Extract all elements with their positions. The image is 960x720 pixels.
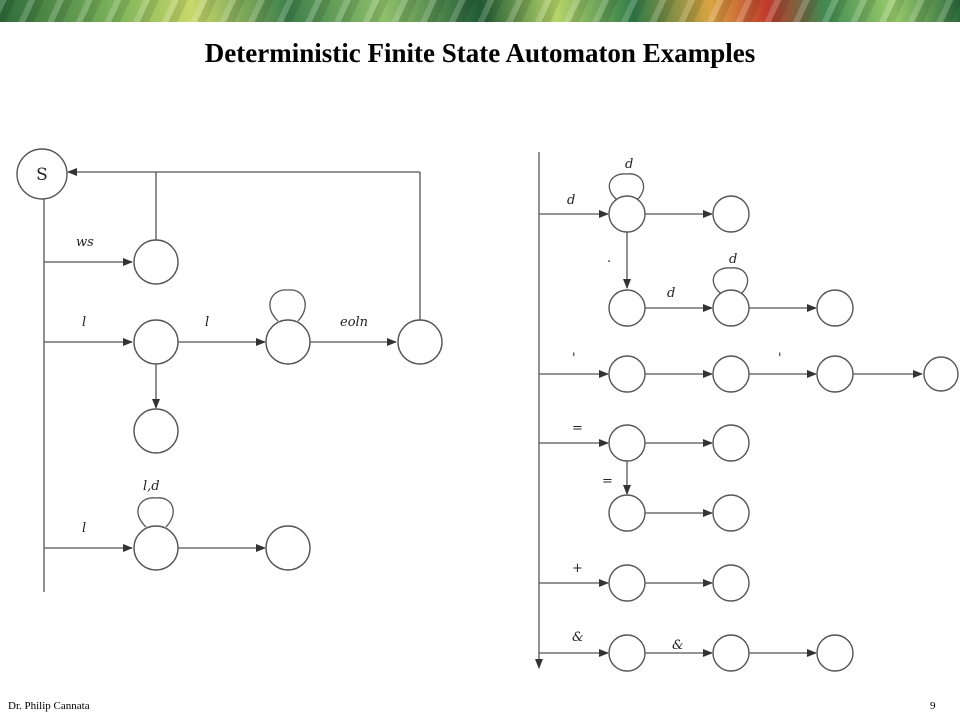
amp-state-node [608,634,646,672]
fraction-loop-edge [712,267,749,294]
identifier-loop-label: l,d [143,479,160,494]
fraction-state-node [712,289,750,327]
eoln-state-node [397,319,443,365]
ampamp-final-node [816,634,854,672]
plus-final-node [712,564,750,602]
left-dfa: S ws l l eoln l l,d [16,148,443,592]
page-number: 9 [930,700,936,712]
char-close-node [816,355,854,393]
number-loop-label: d [625,157,633,172]
identifier-final-node [265,525,311,571]
eq-label: = [572,421,583,436]
amp-label: & [572,630,584,645]
identifier-label: l [82,521,86,536]
comment-loop-edge [269,289,306,322]
number-label: d [567,193,575,208]
comment-state-1-node [133,319,179,365]
number-final-node [712,195,750,233]
eqeq-state-node [608,494,646,532]
dot-label: . [607,251,611,266]
eq-final-node [712,424,750,462]
eoln-label: eoln [340,315,368,330]
ws-label: ws [76,235,94,250]
stained-glass-banner [0,0,960,22]
char-open-label: ' [572,351,576,366]
comment-first-label: l [82,315,86,330]
eqeq-label: = [602,474,613,489]
comment-state-2-node [265,319,311,365]
plus-label: + [572,561,583,576]
identifier-loop-edge [137,497,174,528]
slide-title: Deterministic Finite State Automaton Exa… [204,38,756,68]
ampamp-state-node [712,634,750,672]
right-dfa: d d . d d ' ' = = [535,152,959,672]
fraction-loop-label: d [729,252,737,267]
divide-state-node [133,408,179,454]
char-close-label: ' [778,351,782,366]
eqeq-final-node [712,494,750,532]
char-body-node [712,355,750,393]
ws-state-node [133,239,179,285]
identifier-state-node [133,525,179,571]
char-final-node [923,356,959,392]
comment-second-label: l [205,315,209,330]
start-state-label: S [36,165,48,185]
fraction-label: d [667,286,675,301]
eq-state-node [608,424,646,462]
ampamp-label: & [672,638,684,653]
fraction-final-node [816,289,854,327]
number-loop-edge [608,173,645,200]
number-state-node [608,195,646,233]
author-footer: Dr. Philip Cannata [8,700,90,712]
char-open-node [608,355,646,393]
plus-state-node [608,564,646,602]
dot-state-node [608,289,646,327]
